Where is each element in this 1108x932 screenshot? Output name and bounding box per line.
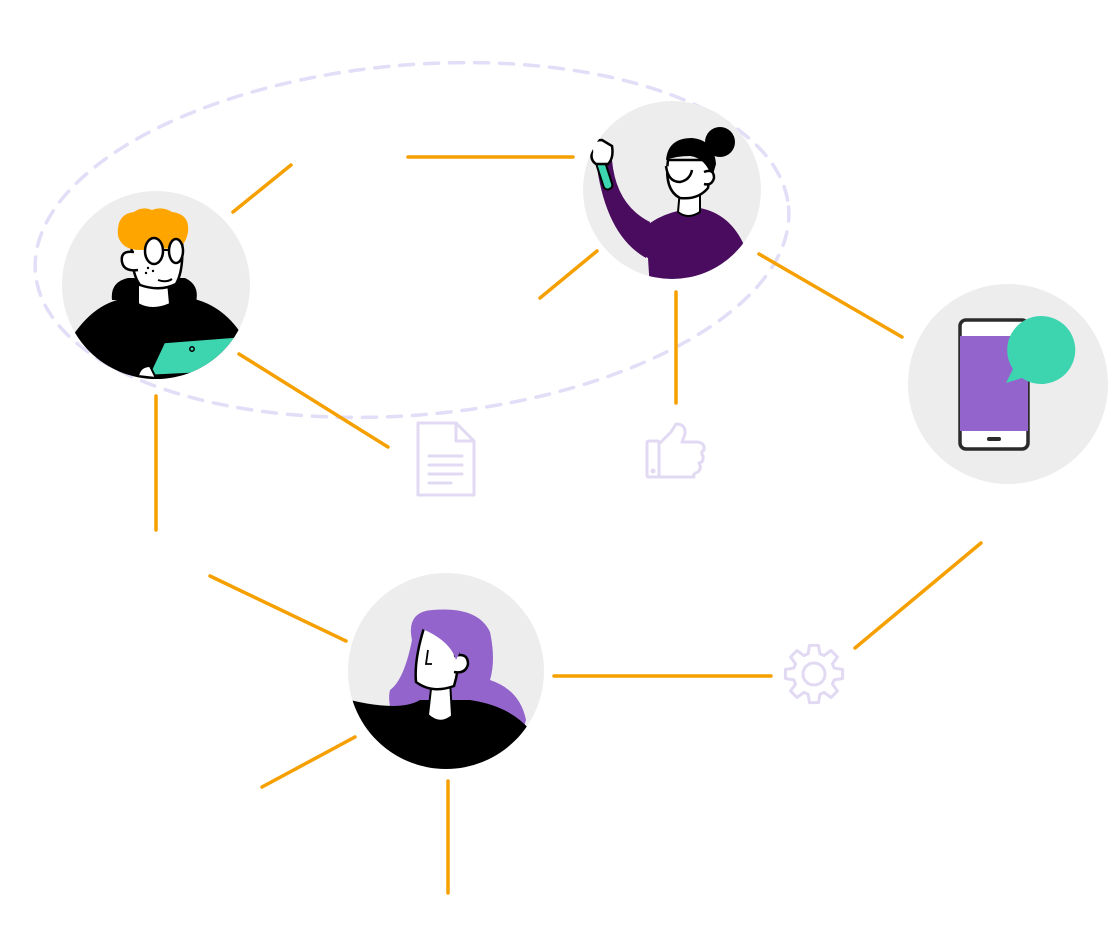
connector-line <box>853 541 983 650</box>
connector-line <box>757 252 904 339</box>
connector-lines <box>154 155 983 895</box>
connector-line <box>260 735 357 789</box>
connector-line <box>538 249 599 300</box>
connector-line <box>231 163 293 214</box>
scientist-node <box>583 101 761 279</box>
thumbs-up-icon <box>645 422 706 479</box>
gear-icon <box>783 643 845 705</box>
connector-line <box>237 352 390 449</box>
person-purple-hair-node <box>348 573 544 769</box>
document-icon <box>416 421 476 497</box>
chat-bubble-icon <box>1006 315 1076 384</box>
person-with-glasses-icon <box>70 208 245 379</box>
phone-message-node <box>908 284 1108 484</box>
person-glasses-tablet-node <box>62 191 250 379</box>
smartphone-chat-icon <box>958 315 1076 451</box>
connector-line <box>208 574 348 643</box>
orbit-ellipse <box>33 60 791 420</box>
